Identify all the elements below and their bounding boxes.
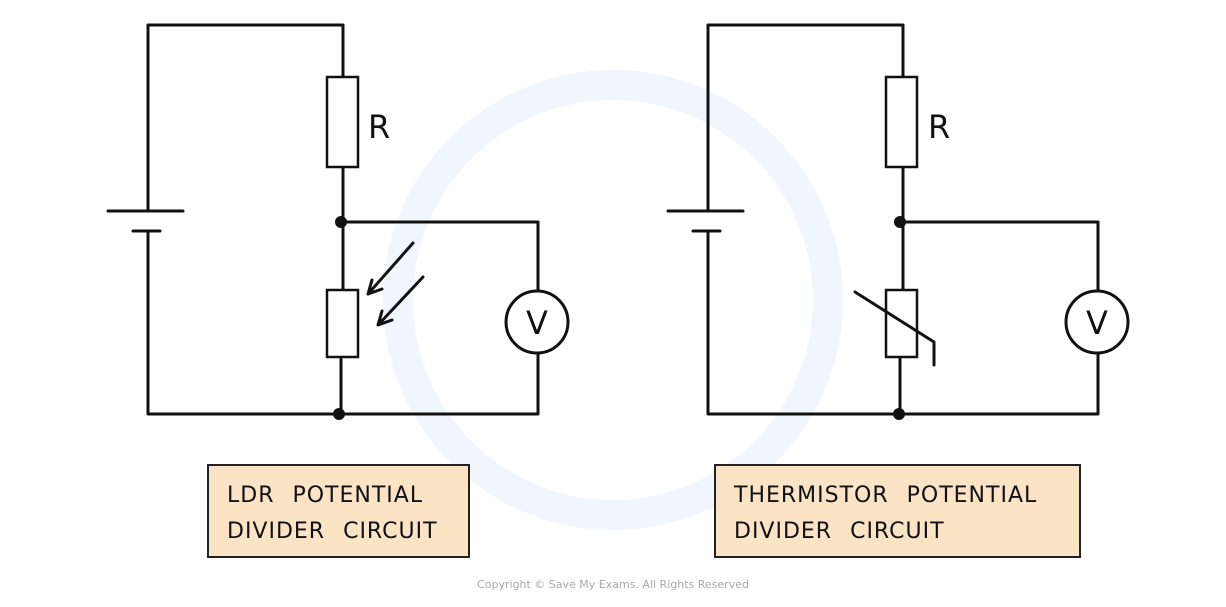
caption-line: DIVIDER CIRCUIT (227, 519, 438, 544)
voltmeter (1064, 289, 1130, 355)
thermistor-caption: THERMISTOR POTENTIAL DIVIDER CIRCUIT (714, 464, 1081, 558)
thermistor-circuit: R V (666, 23, 1130, 420)
wire (337, 220, 540, 416)
copyright-text: Copyright © Save My Exams. All Rights Re… (477, 578, 749, 591)
ldr-caption: LDR POTENTIAL DIVIDER CIRCUIT (207, 464, 470, 558)
wire (706, 23, 905, 416)
voltmeter (504, 289, 570, 355)
light-arrow-icon (376, 275, 425, 327)
thermistor-symbol (884, 288, 919, 359)
junction-dot (333, 408, 345, 420)
wire (897, 220, 1100, 416)
thermistor-diagonal (853, 290, 936, 367)
watermark-logo (383, 70, 843, 530)
junction-dot (335, 216, 347, 228)
caption-line: DIVIDER CIRCUIT (734, 519, 945, 544)
ldr-circuit: R V (106, 23, 570, 420)
voltmeter-label: V (1086, 304, 1108, 342)
wire (146, 23, 345, 416)
fixed-resistor (884, 75, 919, 169)
voltmeter-label: V (526, 304, 548, 342)
caption-line: THERMISTOR POTENTIAL (734, 483, 1038, 508)
ldr-symbol (325, 288, 360, 359)
junction-dot (894, 216, 906, 228)
fixed-resistor (325, 75, 360, 169)
light-arrow-icon (366, 241, 415, 296)
junction-dot (893, 408, 905, 420)
resistor-label: R (368, 108, 390, 146)
caption-line: LDR POTENTIAL (227, 483, 424, 508)
resistor-label: R (928, 108, 950, 146)
